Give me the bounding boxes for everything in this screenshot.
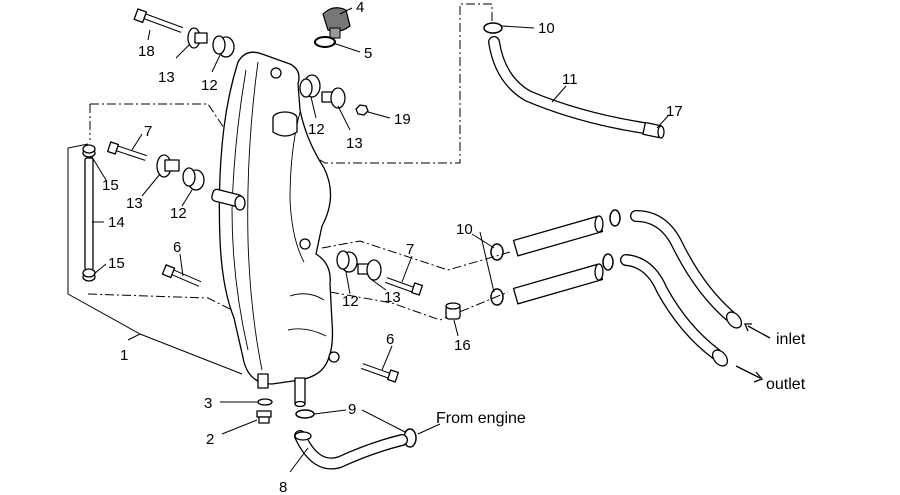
label-13-right: 13 [346,135,363,152]
connector-tube-upper [512,215,604,257]
bushing-12-left [182,167,205,191]
vent-hose-11 [488,36,650,134]
clamp-right-lower [602,253,614,271]
hose-outlet [620,254,729,367]
bolt-6-left [161,264,202,287]
label-13-lower: 13 [384,289,401,306]
bolt-6-lower [360,363,399,383]
hose-inlet [630,210,743,329]
clamp-10-upper [490,243,504,261]
oil-tank [211,51,340,408]
label-3: 3 [204,395,212,412]
label-7-left: 7 [144,123,152,140]
label-17: 17 [666,103,683,120]
filler-cap-4 [322,7,351,39]
bolt-7-right [384,277,423,296]
bushing-12-top [212,35,235,58]
label-5: 5 [364,45,372,62]
label-7-right: 7 [406,241,414,258]
label-10-mid: 10 [456,221,473,238]
drain-washer-3 [257,398,273,406]
washer-13-left [156,154,180,178]
label-16: 16 [454,337,471,354]
hose-8 [294,430,408,470]
assembly-dash-lines [87,3,511,321]
clamp-right-upper [609,209,621,227]
label-1: 1 [120,347,128,364]
label-9: 9 [348,401,356,418]
clamp-10-lower [490,288,504,306]
label-12-lower: 12 [342,293,359,310]
leader-lines [67,7,669,473]
label-11: 11 [562,71,578,88]
label-14: 14 [108,214,125,231]
clamp-10-top [483,22,503,34]
label-15-top: 15 [102,177,119,194]
caption-outlet: outlet [766,376,806,393]
label-10-top: 10 [538,20,555,37]
label-13-top: 13 [158,69,175,86]
hose-end-17 [642,121,665,139]
label-15-bottom: 15 [108,255,125,272]
bolt-18 [133,8,184,33]
bushing-12-right [299,74,321,98]
label-19: 19 [394,111,411,128]
o-ring-5 [314,36,336,48]
label-12-right: 12 [308,121,325,138]
label-8: 8 [279,479,287,495]
clamp-9-left [295,409,315,419]
label-6-left: 6 [173,239,181,256]
nut-19 [355,104,369,116]
bushing-12-lower [336,250,358,273]
label-4: 4 [356,0,364,16]
connector-tube-lower [512,263,604,305]
drain-plug-2 [256,410,272,424]
label-12-top: 12 [201,77,218,94]
caption-inlet: inlet [776,331,806,348]
part-number-labels: 18 13 12 4 5 12 13 19 7 15 13 12 14 6 15… [102,0,683,495]
label-6-lower: 6 [386,331,394,348]
bolt-7-left [107,141,147,161]
washer-13-top [187,27,208,49]
label-2: 2 [206,431,214,448]
level-tube-14 [82,144,96,282]
fitting-16 [445,302,461,320]
inlet-arrow [744,323,771,339]
label-18: 18 [138,43,155,60]
outlet-arrow [735,365,764,383]
label-13-left: 13 [126,195,143,212]
label-12-left: 12 [170,205,187,222]
washer-13-right [321,87,346,109]
caption-from-engine: From engine [436,410,526,427]
washer-13-lower [357,259,382,281]
